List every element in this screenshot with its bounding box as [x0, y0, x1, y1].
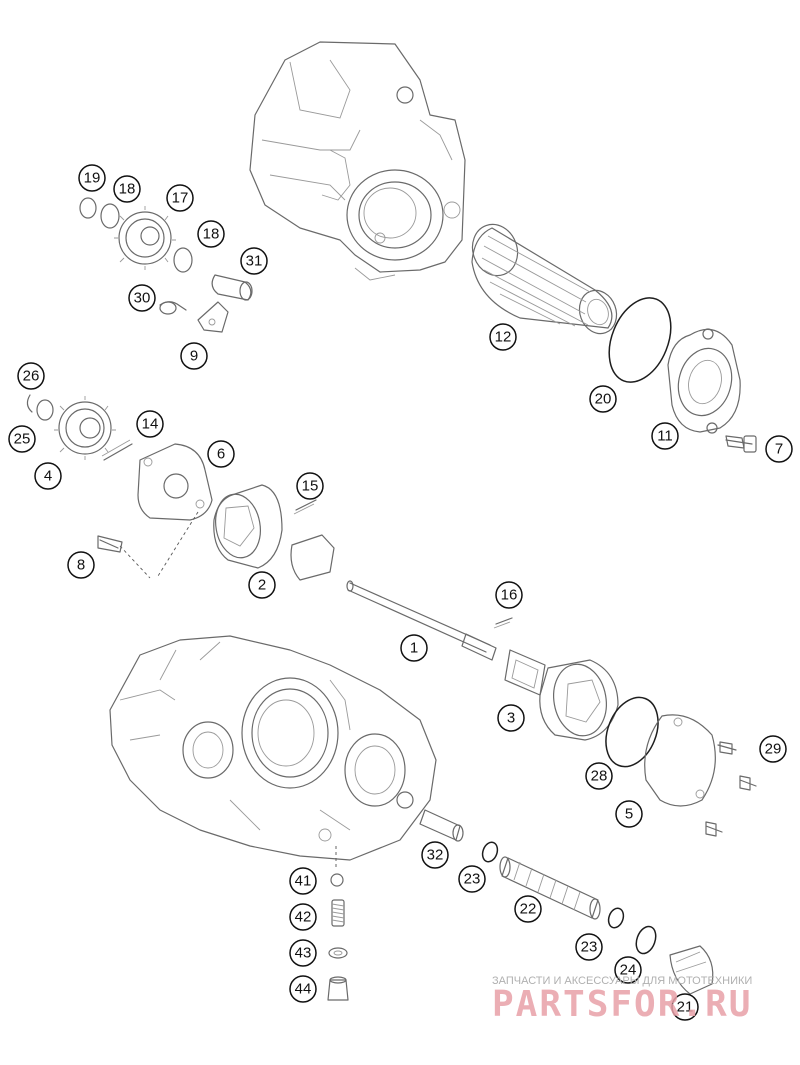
- svg-text:15: 15: [302, 478, 319, 495]
- svg-text:4: 4: [44, 468, 52, 485]
- callout-8: 8: [67, 551, 95, 579]
- callout-24: 24: [614, 956, 642, 984]
- svg-text:7: 7: [775, 441, 783, 458]
- callout-23a: 23: [458, 865, 486, 893]
- callout-18b: 18: [197, 220, 225, 248]
- callout-2: 2: [248, 571, 276, 599]
- callout-12: 12: [489, 323, 517, 351]
- callout-20: 20: [589, 385, 617, 413]
- callout-9: 9: [180, 342, 208, 370]
- pump-cover: [644, 714, 757, 837]
- callout-42: 42: [289, 903, 317, 931]
- svg-text:16: 16: [501, 587, 518, 604]
- callout-19: 19: [78, 164, 106, 192]
- callout-4: 4: [34, 462, 62, 490]
- svg-text:14: 14: [142, 416, 159, 433]
- o-ring-strainer-front: [481, 841, 499, 863]
- svg-text:24: 24: [620, 962, 637, 979]
- callout-17: 17: [166, 184, 194, 212]
- callout-32: 32: [421, 841, 449, 869]
- callout-15: 15: [296, 472, 324, 500]
- callout-31: 31: [240, 247, 268, 275]
- filter-cover-bolt: [725, 435, 757, 453]
- oil-strainer: [499, 856, 601, 920]
- svg-text:22: 22: [520, 901, 537, 918]
- callout-5: 5: [615, 800, 643, 828]
- filter-cover: [667, 328, 741, 434]
- svg-text:30: 30: [134, 290, 151, 307]
- callout-44: 44: [289, 975, 317, 1003]
- svg-text:23: 23: [581, 939, 598, 956]
- svg-text:32: 32: [427, 847, 444, 864]
- callout-11: 11: [651, 422, 679, 450]
- svg-text:2: 2: [258, 577, 266, 594]
- watermark-tagline: ЗАПЧАСТИ И АКСЕССУАРЫ ДЛЯ МОТОТЕХНИКИ: [492, 975, 752, 987]
- upper-engine-housing: [249, 41, 466, 281]
- oil-spigot: [419, 809, 464, 842]
- callout-29: 29: [759, 735, 787, 763]
- callout-1: 1: [400, 634, 428, 662]
- svg-text:18: 18: [203, 226, 220, 243]
- svg-text:31: 31: [246, 253, 263, 270]
- oil-filter: [471, 223, 618, 335]
- svg-text:19: 19: [84, 170, 101, 187]
- idler-gear-assembly: [79, 197, 253, 333]
- callout-23b: 23: [575, 933, 603, 961]
- svg-text:21: 21: [677, 999, 694, 1016]
- pump-shaft: [346, 580, 513, 661]
- screw-plug: [669, 945, 714, 995]
- o-ring-pump-cover: [605, 696, 659, 768]
- svg-text:23: 23: [464, 871, 481, 888]
- svg-text:8: 8: [77, 557, 85, 574]
- svg-text:20: 20: [595, 391, 612, 408]
- svg-text:25: 25: [14, 431, 31, 448]
- callout-30: 30: [128, 284, 156, 312]
- svg-text:42: 42: [295, 909, 312, 926]
- callout-26: 26: [17, 362, 45, 390]
- callout-41: 41: [289, 867, 317, 895]
- svg-text:1: 1: [410, 640, 418, 657]
- pump-rotor-set: [504, 649, 619, 741]
- o-ring-filter-cover: [608, 297, 672, 383]
- svg-text:11: 11: [657, 428, 673, 445]
- svg-text:18: 18: [119, 181, 136, 198]
- callout-18a: 18: [113, 175, 141, 203]
- svg-text:17: 17: [172, 190, 189, 207]
- svg-text:43: 43: [295, 945, 312, 962]
- pressure-relief-valve: [327, 873, 349, 1001]
- svg-text:12: 12: [495, 329, 512, 346]
- lower-crankcase: [109, 635, 437, 868]
- callout-3: 3: [497, 704, 525, 732]
- svg-text:9: 9: [190, 348, 198, 365]
- svg-text:44: 44: [295, 981, 312, 998]
- svg-text:5: 5: [625, 806, 633, 823]
- svg-text:41: 41: [295, 873, 312, 890]
- oil-pump-rotor: [213, 484, 335, 581]
- svg-text:29: 29: [765, 741, 782, 758]
- o-ring-plug: [635, 925, 657, 955]
- callout-28: 28: [585, 762, 613, 790]
- svg-text:6: 6: [217, 446, 225, 463]
- watermark-brand: PARTSFOR.RU: [492, 984, 752, 1025]
- svg-text:26: 26: [23, 368, 40, 385]
- pump-drive-gear: [26, 394, 133, 461]
- callout-16: 16: [495, 581, 523, 609]
- callout-6: 6: [207, 440, 235, 468]
- pump-cover-plate: [97, 443, 213, 579]
- svg-text:28: 28: [591, 768, 608, 785]
- callout-14: 14: [136, 410, 164, 438]
- callout-21: 21: [671, 993, 699, 1021]
- svg-text:3: 3: [507, 710, 515, 727]
- callout-43: 43: [289, 939, 317, 967]
- callout-7: 7: [765, 435, 793, 463]
- o-ring-strainer-rear: [607, 907, 625, 929]
- callout-25: 25: [8, 425, 36, 453]
- callout-22: 22: [514, 895, 542, 923]
